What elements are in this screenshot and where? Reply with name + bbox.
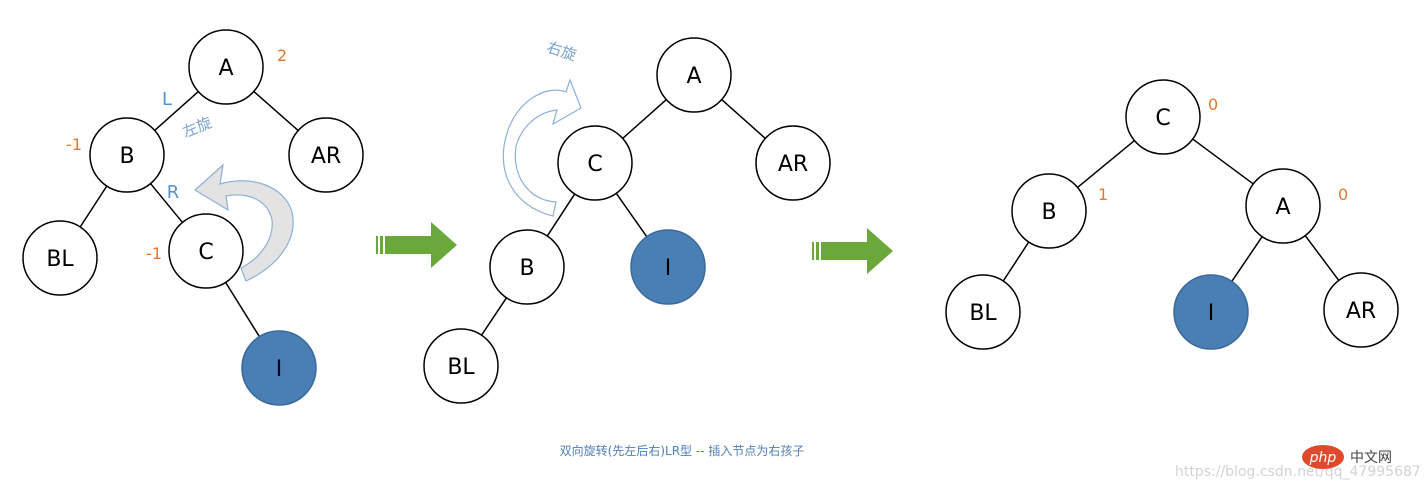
- edge-b-c: [149, 183, 184, 223]
- node-c: C: [557, 125, 633, 201]
- node-bl: BL: [945, 274, 1021, 350]
- node-circle: [557, 125, 633, 201]
- node-label: AR: [778, 152, 808, 177]
- edge-c-b: [1077, 139, 1135, 189]
- node-label: BL: [969, 301, 997, 326]
- rotation-label: 左旋: [180, 113, 215, 141]
- node-b: B: [489, 229, 565, 305]
- edge-a-i: [1231, 236, 1263, 282]
- node-circle: [945, 274, 1021, 350]
- node-c: C: [168, 213, 244, 289]
- balance-factor-a: 0: [1338, 185, 1348, 204]
- watermark-site-name: 中文网: [1350, 450, 1392, 466]
- node-label: BL: [46, 247, 74, 272]
- node-label: B: [119, 144, 134, 169]
- edge-b-bl: [1002, 241, 1030, 282]
- node-a: A: [656, 37, 732, 113]
- panel-after: C 0B 1A 0BL I AR: [945, 79, 1399, 350]
- node-a: A: [188, 29, 264, 105]
- node-circle: [1011, 173, 1087, 249]
- watermark: https://blog.csdn.net/qq_47995687 php 中文…: [1175, 445, 1421, 480]
- watermark-url: https://blog.csdn.net/qq_47995687: [1175, 464, 1421, 480]
- node-ar: AR: [1323, 272, 1399, 348]
- node-label: B: [519, 256, 534, 281]
- node-b: B: [89, 117, 165, 193]
- node-circle: [288, 117, 364, 193]
- node-label: I: [276, 357, 283, 382]
- node-c: C: [1125, 79, 1201, 155]
- edge-a-b: [154, 91, 199, 131]
- node-circle: [168, 213, 244, 289]
- node-circle: [656, 37, 732, 113]
- balance-factor-b: -1: [66, 135, 82, 154]
- node-label: AR: [1346, 299, 1376, 324]
- node-bl: BL: [22, 220, 98, 296]
- node-label: AR: [311, 144, 341, 169]
- node-circle: [1245, 168, 1321, 244]
- edge-c-i: [224, 281, 261, 338]
- node-bl: BL: [423, 328, 499, 404]
- node-i: I: [1173, 274, 1249, 350]
- node-circle: [1125, 79, 1201, 155]
- node-circle: [423, 328, 499, 404]
- node-label: BL: [447, 355, 475, 380]
- caption: 双向旋转(先左后右)LR型 -- 插入节点为右孩子: [560, 443, 805, 458]
- balance-factor-a: 2: [277, 46, 287, 65]
- edge-a-c: [622, 99, 667, 139]
- balance-factor-c: 0: [1208, 95, 1218, 114]
- right-arrow-icon: [812, 228, 893, 274]
- node-label: A: [686, 64, 701, 89]
- curved-arrow-left-icon: [193, 163, 294, 282]
- node-i: I: [630, 229, 706, 305]
- php-logo-icon: [1302, 445, 1344, 469]
- node-circle: [188, 29, 264, 105]
- edge-c-i: [615, 192, 648, 238]
- node-ar: AR: [755, 125, 831, 201]
- php-badge-text: php: [1309, 450, 1337, 466]
- edge-c-a: [1192, 138, 1254, 185]
- balance-factor-b: 1: [1098, 185, 1108, 204]
- node-circle: [89, 117, 165, 193]
- right-arrow-icon: [376, 222, 457, 268]
- balance-factor-c: -1: [146, 244, 162, 263]
- node-circle: [489, 229, 565, 305]
- panel-before: A 2B -1 AR BL C -1I L R 左旋: [22, 29, 364, 406]
- edge-a-ar: [253, 90, 299, 132]
- node-label: A: [218, 56, 233, 81]
- node-circle: [241, 330, 317, 406]
- edge-a-ar: [721, 99, 766, 139]
- node-label: A: [1275, 195, 1290, 220]
- edge-c-b: [546, 193, 576, 237]
- rotation-label: 右旋: [544, 38, 578, 64]
- node-b: B: [1011, 173, 1087, 249]
- edge-a-ar: [1304, 235, 1340, 281]
- node-a: A: [1245, 168, 1321, 244]
- node-i: I: [241, 330, 317, 406]
- node-label: I: [665, 256, 672, 281]
- node-circle: [1173, 274, 1249, 350]
- node-label: C: [198, 240, 213, 265]
- node-circle: [1323, 272, 1399, 348]
- edge-label-r: R: [167, 182, 180, 203]
- node-circle: [630, 229, 706, 305]
- node-label: C: [587, 152, 602, 177]
- panel-middle: A C AR B I BL 右旋: [423, 37, 831, 404]
- node-circle: [755, 125, 831, 201]
- node-label: C: [1155, 106, 1170, 131]
- node-circle: [22, 220, 98, 296]
- curved-arrow-right-icon: [502, 78, 582, 217]
- edge-label-l: L: [162, 89, 172, 110]
- transition-arrows: [376, 222, 893, 274]
- edge-b-bl: [480, 297, 508, 336]
- node-ar: AR: [288, 117, 364, 193]
- node-label: I: [1208, 301, 1215, 326]
- node-label: B: [1041, 200, 1056, 225]
- edge-b-bl: [79, 185, 108, 228]
